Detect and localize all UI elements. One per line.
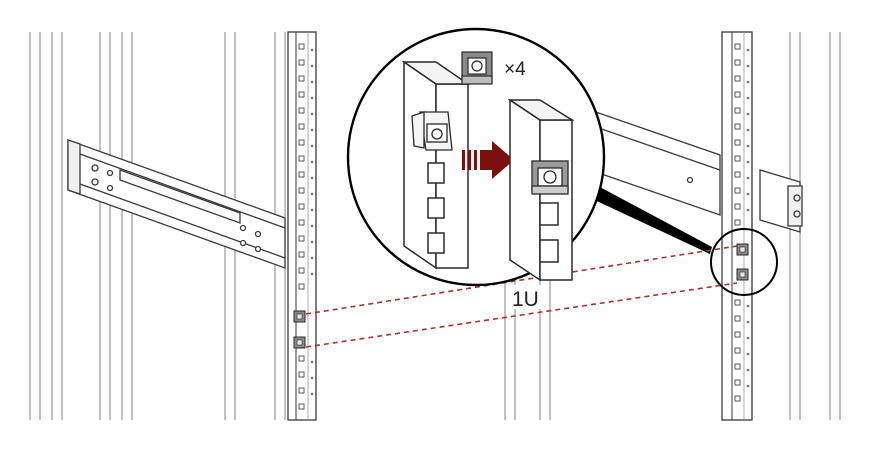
zoom-detail: ×4 [346,27,606,287]
cage-nut-right-lower [736,268,749,281]
cage-nut-left-upper [293,310,306,323]
rack-post-right [721,31,753,421]
insert-arrow-icon [462,141,514,179]
zoom-cage-nut-before [411,111,453,151]
rail-left [67,139,286,269]
1u-label-group: 1U [508,285,548,311]
zoom-pointer [586,186,712,254]
zoom-cage-nut-after [531,160,569,195]
rack-post-left [287,31,317,421]
quantity-label: ×4 [504,59,526,80]
rail-right [589,109,803,233]
1u-guide-lines [305,245,738,348]
cage-nut-icon [461,51,493,85]
detail-highlight-circle [710,228,778,296]
cage-nut-left-lower [293,336,306,349]
zoom-post-before [401,60,471,270]
unit-label: 1U [512,288,539,311]
zoom-post-after [507,98,575,282]
cage-nut-right-upper [736,243,749,256]
